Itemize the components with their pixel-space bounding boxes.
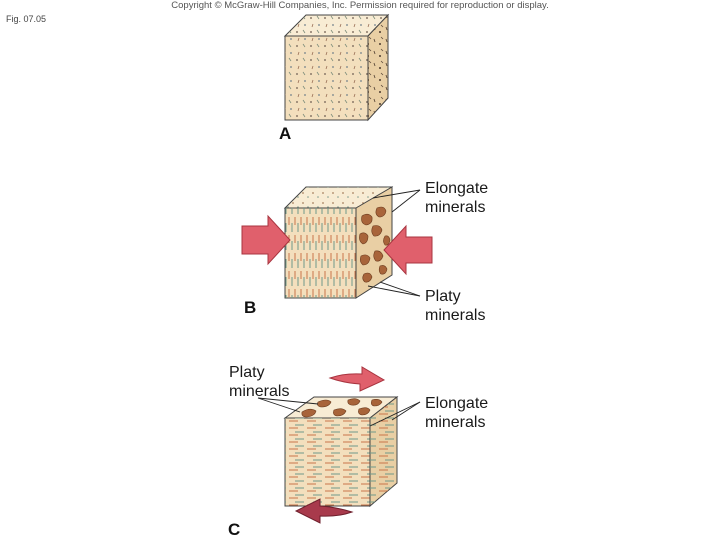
label-elongate-c-line1: Elongate [425,395,488,412]
label-elongate-c-line2: minerals [425,414,485,431]
label-elongate-b-line1: Elongate [425,180,488,197]
shear-arrow-top [328,366,386,392]
panel-c-letter: C [228,520,240,539]
panel-b-letter: B [244,298,256,317]
leader-lines-b [367,189,421,297]
leader-lines-c [257,397,421,427]
panel-c-cube [283,395,399,508]
push-arrow-right [383,224,433,276]
push-arrow-left [241,214,291,266]
label-platy-b-line1: Platy [425,288,461,305]
label-platy-c-line1: Platy [229,364,265,381]
label-platy-b-line2: minerals [425,307,485,324]
copyright-notice: Copyright © McGraw-Hill Companies, Inc. … [171,0,549,11]
label-platy-c-line2: minerals [229,383,289,400]
panel-a-letter: A [279,124,291,143]
label-elongate-b-line2: minerals [425,199,485,216]
platy-grains-c [301,398,383,418]
shear-arrow-bottom [294,498,354,524]
platy-grains-b [359,206,391,283]
panel-a-cube [283,13,390,122]
figure-label: Fig. 07.05 [6,14,47,24]
panel-b-cube [283,186,394,299]
